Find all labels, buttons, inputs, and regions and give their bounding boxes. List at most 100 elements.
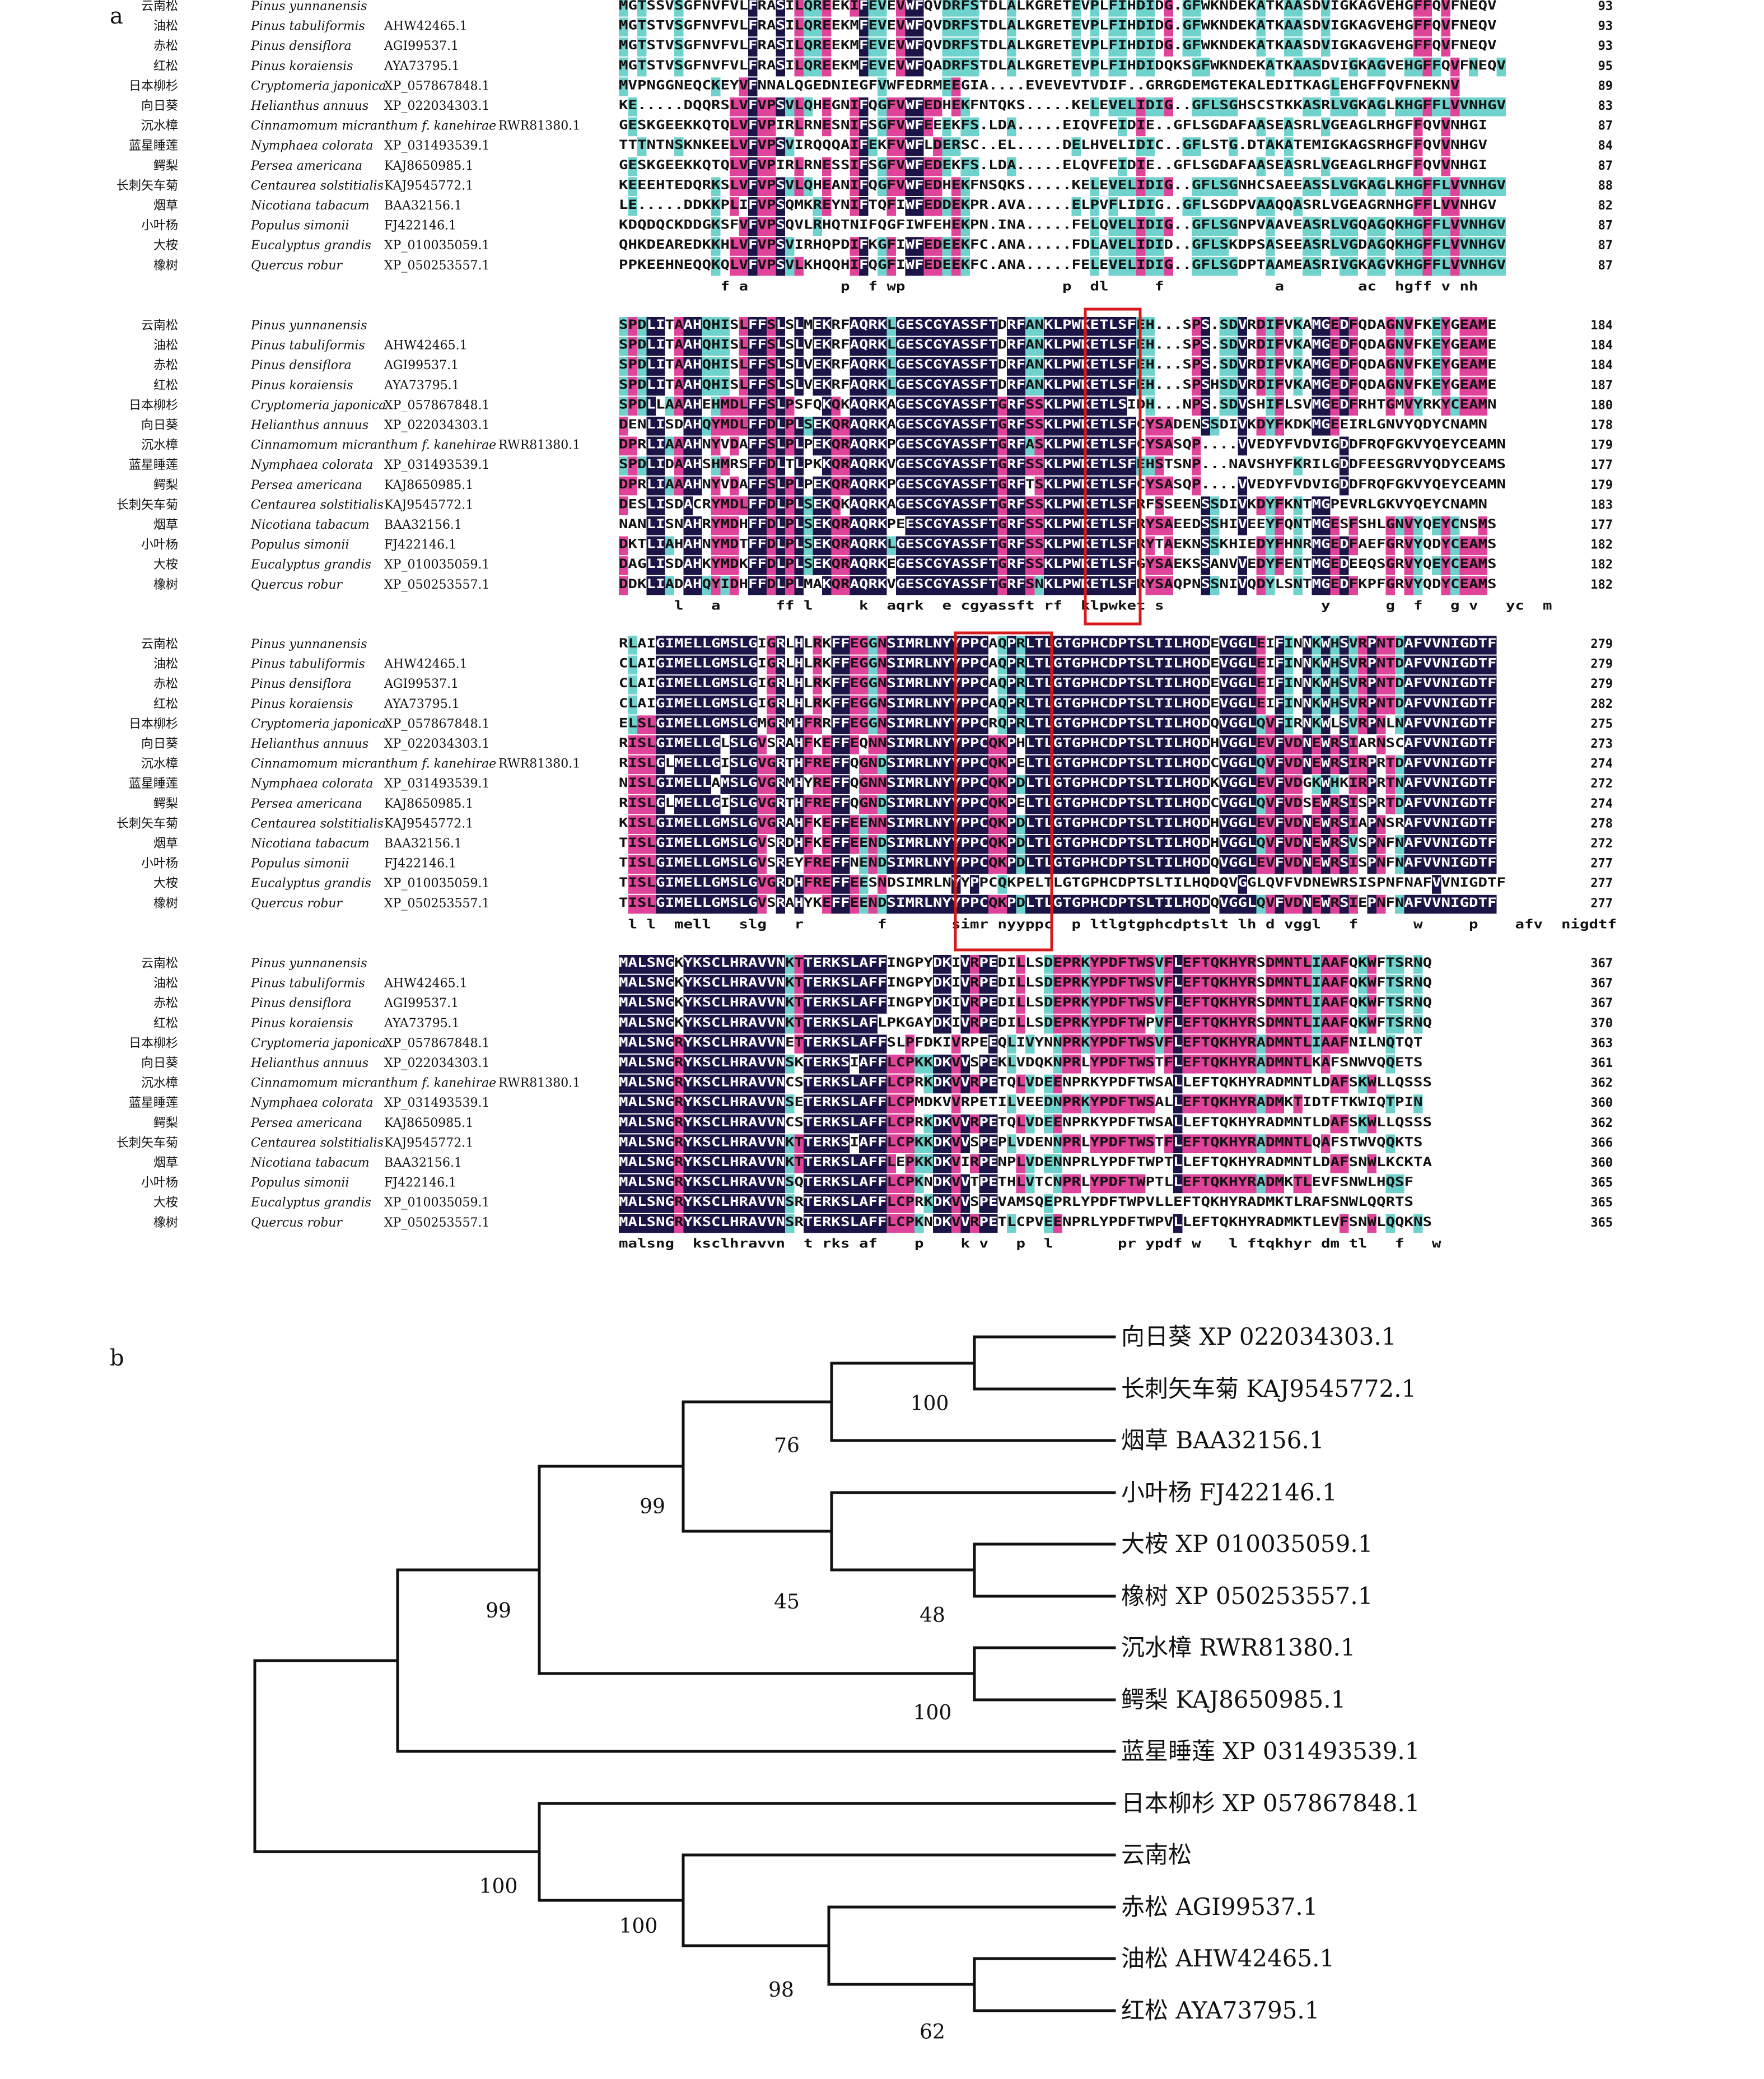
residue-count: 178 [1590, 418, 1613, 432]
residue-shade [1395, 97, 1404, 116]
species-common-name: 日本柳杉 [129, 1036, 178, 1050]
residue-count: 93 [1598, 20, 1613, 34]
species-latin-name: Nymphaea colorata [250, 458, 373, 472]
accession-number: XP_050253557.1 [384, 897, 489, 911]
species-latin-name: Eucalyptus grandis [250, 239, 371, 253]
residue-count: 182 [1590, 558, 1613, 572]
consensus-line: l l mell slg r f simr nyyppc p ltlgtgphc… [619, 917, 1617, 931]
residue-count: 362 [1590, 1116, 1613, 1130]
species-common-name: 沉水樟 [141, 757, 178, 771]
species-common-name: 大桉 [153, 877, 178, 891]
bootstrap-value: 99 [640, 1495, 665, 1518]
residue-shade [1192, 38, 1201, 57]
residue-shade [748, 0, 758, 17]
accession-number: AHW42465.1 [384, 339, 468, 353]
residue-count: 177 [1590, 458, 1613, 472]
species-latin-name: Centaurea solstitialis [251, 179, 384, 193]
residue-count: 365 [1590, 1216, 1613, 1230]
accession-number: XP_022034303.1 [384, 99, 489, 113]
accession-number: BAA32156.1 [384, 199, 462, 213]
residue-shade [868, 0, 878, 17]
accession-number: AGI99537.1 [384, 996, 459, 1010]
species-common-name: 长刺矢车菊 [116, 817, 178, 831]
residue-shade [637, 17, 647, 37]
residue-shade [794, 38, 804, 57]
species-common-name: 蓝星睡莲 [129, 139, 178, 153]
residue-shade [905, 57, 914, 77]
residue-shade [970, 17, 979, 37]
residue-shade [914, 38, 924, 57]
residue-shade [637, 57, 647, 77]
species-latin-name: Pinus tabuliformis [250, 977, 365, 991]
accession-number: RWR81380.1 [498, 1076, 580, 1090]
consensus-line: l a ff l k aqrk e cgyassft rf klpwket s … [619, 599, 1561, 613]
residue-count: 82 [1598, 199, 1613, 213]
residue-shade [914, 97, 924, 116]
residue-shade [1090, 17, 1099, 37]
residue-shade [914, 57, 924, 77]
species-latin-name: Nicotiana tabacum [250, 1156, 370, 1170]
residue-shade [1413, 0, 1423, 17]
residue-count: 277 [1590, 857, 1613, 871]
residue-shade [1090, 97, 1099, 116]
species-common-name: 赤松 [153, 358, 178, 372]
residue-shade [1367, 97, 1376, 116]
residue-shade [1136, 57, 1146, 77]
residue-shade [1108, 97, 1118, 116]
residue-count: 275 [1590, 717, 1613, 731]
residue-shade [822, 38, 832, 57]
tree-leaf-label: 赤松 AGI99537.1 [1121, 1893, 1318, 1920]
species-common-name: 大桉 [153, 239, 178, 253]
residue-count: 366 [1590, 1136, 1613, 1150]
residue-shade [776, 17, 785, 37]
residue-shade [905, 17, 914, 37]
residue-shade [785, 97, 795, 116]
residue-shade [1450, 57, 1460, 77]
tree-leaf-label: 橡树 XP 050253557.1 [1121, 1582, 1373, 1610]
species-common-name: 沉水樟 [141, 439, 178, 453]
residue-shade [1422, 17, 1432, 37]
residue-count: 177 [1590, 518, 1613, 532]
residue-shade [637, 38, 647, 57]
residue-shade [1071, 38, 1081, 57]
residue-shade [1330, 77, 1340, 96]
residue-shade [1090, 57, 1099, 77]
residue-shade [739, 97, 748, 116]
residue-shade [859, 0, 869, 17]
residue-count: 183 [1590, 498, 1613, 512]
residue-shade [1192, 97, 1201, 116]
residue-shade [1340, 97, 1349, 116]
residue-count: 184 [1590, 339, 1613, 353]
residue-shade [674, 0, 684, 17]
residue-count: 361 [1590, 1056, 1613, 1070]
species-common-name: 鳄梨 [153, 1116, 178, 1130]
species-common-name: 云南松 [141, 319, 178, 333]
residue-shade [804, 97, 813, 116]
residue-shade [970, 57, 979, 77]
residue-shade [822, 0, 832, 17]
species-latin-name: Nicotiana tabacum [250, 837, 370, 851]
residue-shade [748, 17, 758, 37]
panel-a-label: a [110, 3, 123, 29]
residue-shade [776, 97, 785, 116]
residue-shade [896, 0, 906, 17]
